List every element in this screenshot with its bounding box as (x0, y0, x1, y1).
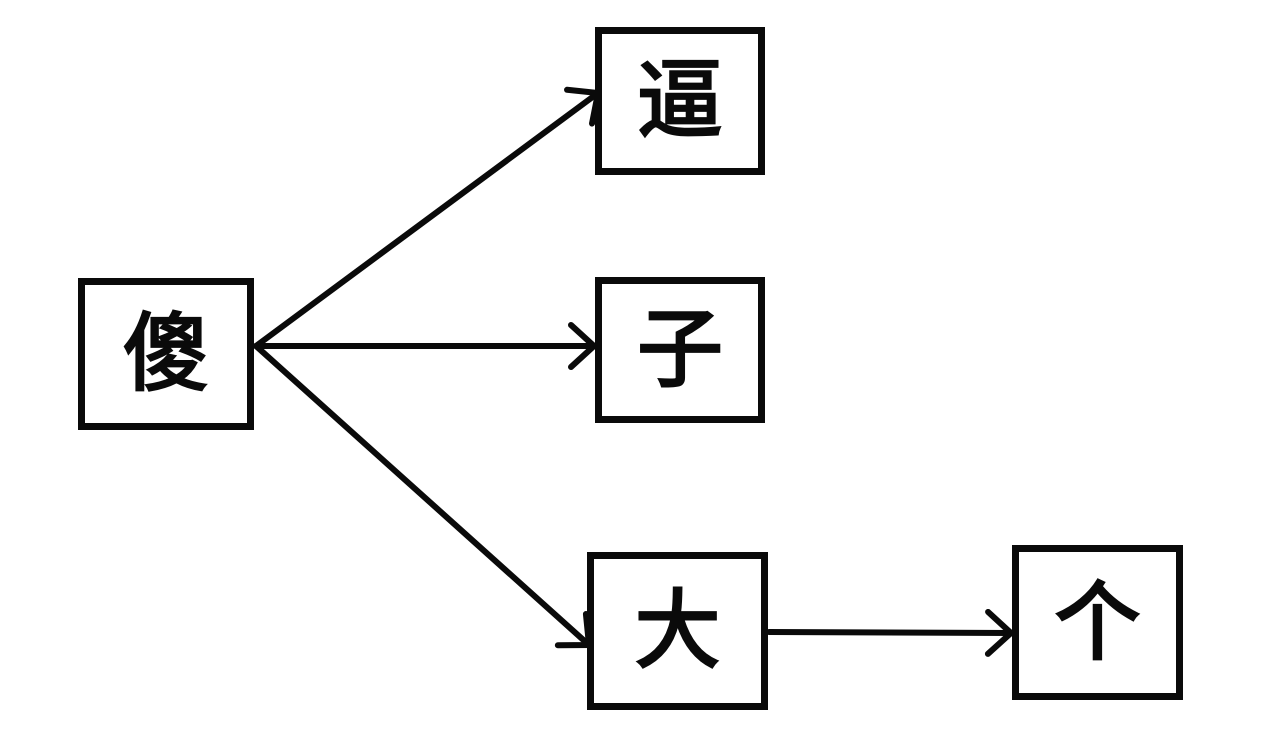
node-label: 个 (1054, 572, 1141, 673)
node-box-ge: 个 (1012, 545, 1183, 700)
node-box-sha: 傻 (78, 278, 254, 430)
node-label: 子 (637, 300, 723, 400)
node-box-bi: 逼 (595, 27, 765, 175)
node-box-da: 大 (587, 552, 768, 710)
edge-arrow-sha-da (253, 343, 593, 649)
edge-arrow-da-ge (766, 608, 1016, 657)
node-label: 傻 (123, 304, 209, 404)
edge-arrow-sha-bi (253, 86, 602, 349)
node-label: 大 (634, 581, 721, 681)
node-box-zi: 子 (595, 277, 765, 423)
node-label: 逼 (637, 51, 723, 151)
